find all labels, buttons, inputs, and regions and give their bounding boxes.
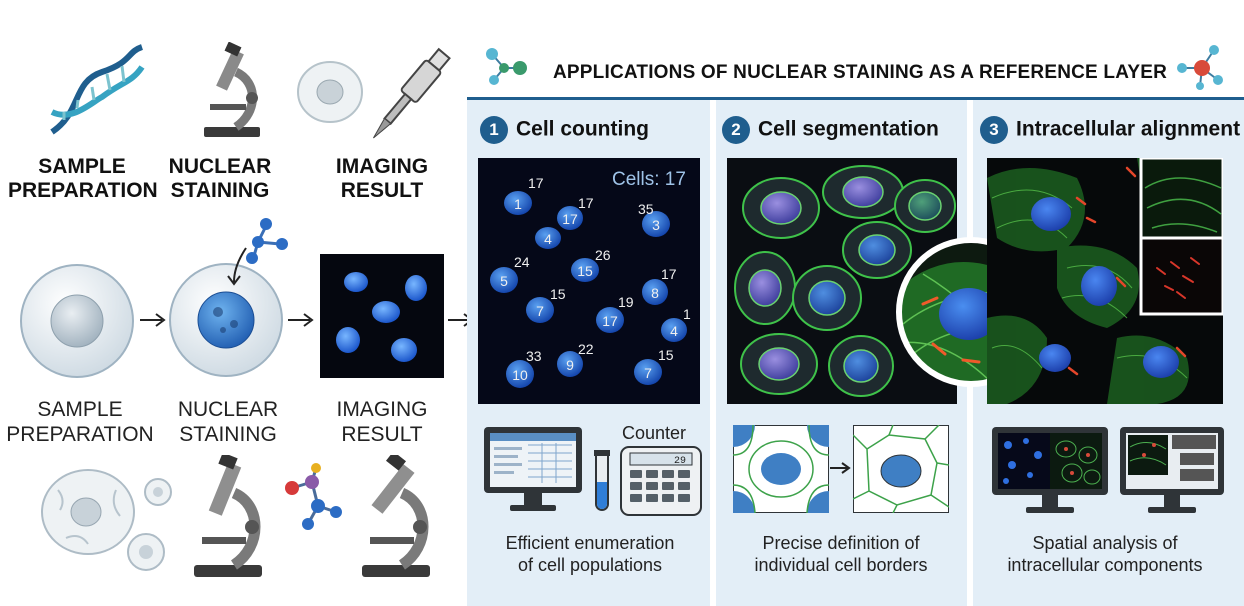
heading-text: Cell segmentation [758,117,939,141]
caption-cell-segmentation: Precise definition of individual cell bo… [754,533,928,575]
nucleus [661,318,687,342]
heading-text: Intracellular alignment [1016,117,1241,141]
nucleus-number: 1 [514,196,522,212]
molecule-icon [285,463,342,530]
top-label-imaging-result: IMAGING RESULT [335,155,429,202]
column-heading-cell-counting: 1 Cell counting [480,116,649,144]
nucleus-count-annotation: 1 [683,306,691,322]
counter-label: Counter [622,423,687,443]
nucleus [504,191,532,215]
arrow-icon [288,313,314,327]
arrow-icon [830,462,851,474]
nucleus-count-annotation: 17 [661,266,677,282]
nucleus [490,267,518,293]
microscope-icon [204,42,260,137]
step-number-badge: 2 [722,116,750,144]
counter-display: 29 [674,456,686,467]
nucleus [526,297,554,323]
unstained-cell-illustration [20,264,134,378]
cells-count-label: Cells: 17 [612,169,686,190]
nucleus-count-annotation: 26 [595,247,611,263]
nucleus [642,211,670,237]
caption-cell-counting: Efficient enumeration of cell population… [505,533,675,575]
monitor-image-icon [992,427,1108,513]
top-label-sample-preparation: SAMPLE PREPARATION [8,155,158,202]
nucleus [596,307,624,333]
nucleus-number: 8 [651,285,659,301]
cell-pipette-icon [297,47,451,139]
nucleus-count-annotation: 19 [618,294,634,310]
mid-label-sample-preparation: SAMPLE PREPARATION [6,398,154,446]
nucleus-count-annotation: 24 [514,254,530,270]
segmentation-after-icon [853,425,949,513]
nucleus [634,359,662,385]
computer-spreadsheet-icon [484,427,582,511]
nucleus-number: 9 [566,357,574,373]
nucleus-count-annotation: 15 [550,286,566,302]
nucleus-number: 4 [670,323,678,339]
nucleus-number: 4 [544,231,552,247]
nucleus-number: 17 [562,211,578,227]
nucleus [535,227,561,249]
nucleus-number: 7 [536,303,544,319]
intracellular-alignment-image [987,158,1223,404]
top-label-nuclear-staining: NUCLEAR STAINING [168,155,272,202]
nucleus [557,206,583,230]
mid-label-nuclear-staining: NUCLEAR STAINING [177,398,279,446]
nucleus-count-annotation: 17 [578,195,594,211]
microscope-icon [362,455,430,577]
dna-icon [50,44,145,135]
nucleus-count-annotation: 15 [658,347,674,363]
nucleus-number: 15 [577,263,593,279]
panel-title: APPLICATIONS OF NUCLEAR STAINING AS A RE… [553,62,1168,83]
monitor-analysis-icon [1120,427,1224,513]
nucleus [642,279,668,305]
test-tube-icon [594,450,610,511]
column-heading-intracellular-alignment: 3 Intracellular alignment [980,116,1240,144]
nucleus-count-annotation: 35 [638,201,654,217]
calculator-icon: 29 [620,446,702,516]
nucleus-count-annotation: 17 [528,175,544,191]
cells-icon [41,469,172,571]
segmentation-before-icon [733,425,829,513]
step-number-badge: 3 [980,116,1008,144]
microscope-icon [194,455,262,577]
imaging-result-image [320,254,444,378]
molecule-icon [486,48,527,85]
arrow-icon [140,313,166,327]
step-number-badge: 1 [480,116,508,144]
nucleus [506,360,534,388]
nucleus [557,351,583,377]
caption-intracellular-alignment: Spatial analysis of intracellular compon… [1007,533,1203,575]
nucleus-count-annotation: 22 [578,341,594,357]
nucleus-number: 3 [652,217,660,233]
nucleus-number: 7 [644,365,652,381]
nucleus [571,258,599,282]
column-heading-cell-segmentation: 2 Cell segmentation [722,116,939,144]
heading-text: Cell counting [516,117,649,141]
nucleus-number: 5 [500,273,508,289]
nucleus-number: 10 [512,367,528,383]
mid-label-imaging-result: IMAGING RESULT [336,398,428,446]
nucleus-number: 17 [602,313,618,329]
stained-cell-illustration [169,218,288,377]
molecule-icon [1177,45,1223,90]
column-divider [710,100,716,606]
nucleus-count-annotation: 33 [526,348,542,364]
title-underline [467,97,1244,100]
